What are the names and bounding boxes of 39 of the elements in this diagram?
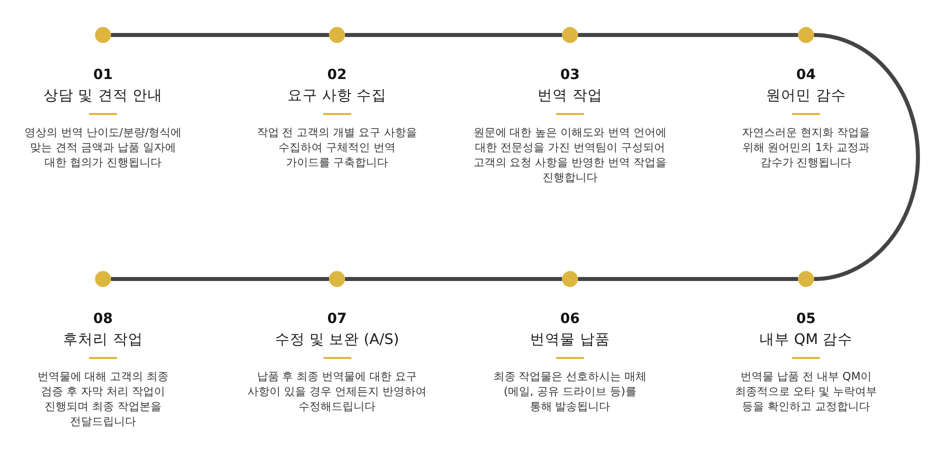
step-number: 05 (796, 311, 816, 328)
timeline-line (111, 277, 329, 281)
step-description: 자연스러운 현지화 작업을 위해 원어민의 1차 교정과 감수가 진행됩니다 (741, 124, 871, 170)
step-title: 후처리 작업 (63, 331, 143, 350)
step-description: 최종 작업물은 선호하시는 매체 (메일, 공유 드라이브 등)를 통해 발송됩니다 (492, 368, 648, 414)
step-description: 원문에 대한 높은 이해도와 번역 언어에 대한 전문성을 가진 번역팀이 구성되어 고객의 요청 사항을 반영한 번역 작업을 진행합니다 (472, 124, 668, 184)
step-number: 04 (796, 67, 816, 84)
step-number: 08 (93, 311, 113, 328)
step-number: 06 (560, 311, 580, 328)
step-number: 01 (93, 67, 113, 84)
timeline-dot (95, 271, 111, 287)
timeline-dot (562, 27, 578, 43)
step-title: 번역 작업 (538, 87, 602, 106)
step-title: 수정 및 보완 (A/S) (274, 331, 400, 350)
step-number: 07 (327, 311, 347, 328)
step-title: 요구 사항 수집 (287, 87, 387, 106)
step-title: 번역물 납품 (530, 331, 610, 350)
step-description: 번역물 납품 전 내부 QM이 최종적으로 오타 및 누락여부 등을 확인하고 교정합니다 (734, 368, 878, 414)
timeline-dot (329, 271, 345, 287)
timeline-line (345, 33, 562, 37)
timeline-dot (329, 27, 345, 43)
step-description: 작업 전 고객의 개별 요구 사항을 수집하여 구체적인 번역 가이드를 구축합니다 (256, 124, 418, 170)
timeline-line (345, 277, 562, 281)
step-description: 납품 후 최종 번역물에 대한 요구 사항이 있을 경우 언제든지 반영하여 수정해드립니다 (246, 368, 428, 414)
timeline-line (111, 33, 329, 37)
timeline-dot (95, 27, 111, 43)
timeline-dot (798, 271, 814, 287)
timeline-line (578, 33, 798, 37)
step-description: 번역물에 대해 고객의 최종 검증 후 자막 처리 작업이 진행되며 최종 작업본을 전달드립니다 (36, 368, 170, 428)
timeline-dot (798, 27, 814, 43)
step-description: 영상의 번역 난이도/분량/형식에 맞는 견적 금액과 납품 일자에 대한 협의가 진행됩니다 (23, 124, 183, 170)
timeline-line (578, 277, 798, 281)
timeline-line (814, 33, 920, 281)
step-title: 내부 QM 감수 (759, 331, 853, 350)
step-title: 원어민 감수 (766, 87, 846, 106)
step-number: 03 (560, 67, 580, 84)
timeline-dot (562, 271, 578, 287)
step-number: 02 (327, 67, 347, 84)
step-title: 상담 및 견적 안내 (44, 87, 162, 106)
